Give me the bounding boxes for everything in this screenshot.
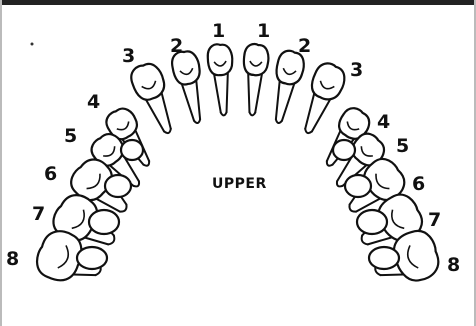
tooth-number-right-4: 4 — [377, 111, 390, 133]
tooth-cusp-left-2 — [105, 175, 131, 197]
tooth-cusp-right-1 — [333, 140, 355, 160]
left-border — [0, 0, 2, 326]
tooth-number-right-7: 7 — [428, 209, 441, 231]
tooth-cusp-right-3 — [357, 210, 387, 234]
tooth-number-right-5: 5 — [396, 135, 409, 157]
tooth-right-2 — [266, 49, 307, 126]
tooth-number-right-6: 6 — [412, 173, 425, 195]
tooth-number-left-2: 2 — [170, 35, 183, 57]
tooth-number-right-3: 3 — [350, 59, 363, 81]
tooth-number-left-1: 1 — [212, 20, 225, 42]
tooth-number-left-7: 7 — [32, 203, 45, 225]
speck — [31, 43, 34, 46]
tooth-cusp-left-3 — [89, 210, 119, 234]
tooth-number-left-5: 5 — [64, 125, 77, 147]
tooth-number-left-6: 6 — [44, 163, 57, 185]
teeth-group — [32, 43, 444, 293]
tooth-number-left-8: 8 — [6, 248, 19, 270]
tooth-right-1 — [240, 43, 269, 116]
upper-label: UPPER — [212, 176, 267, 192]
tooth-number-left-3: 3 — [122, 45, 135, 67]
tooth-left-1 — [207, 43, 236, 116]
tooth-number-left-4: 4 — [87, 91, 100, 113]
tooth-cusp-left-4 — [77, 247, 107, 269]
tooth-cusp-left-1 — [121, 140, 143, 160]
tooth-left-2 — [170, 49, 211, 126]
tooth-cusp-right-4 — [369, 247, 399, 269]
tooth-number-right-8: 8 — [447, 254, 460, 276]
tooth-number-right-1: 1 — [257, 20, 270, 42]
tooth-number-right-2: 2 — [298, 35, 311, 57]
top-border — [0, 0, 476, 5]
tooth-cusp-right-2 — [345, 175, 371, 197]
